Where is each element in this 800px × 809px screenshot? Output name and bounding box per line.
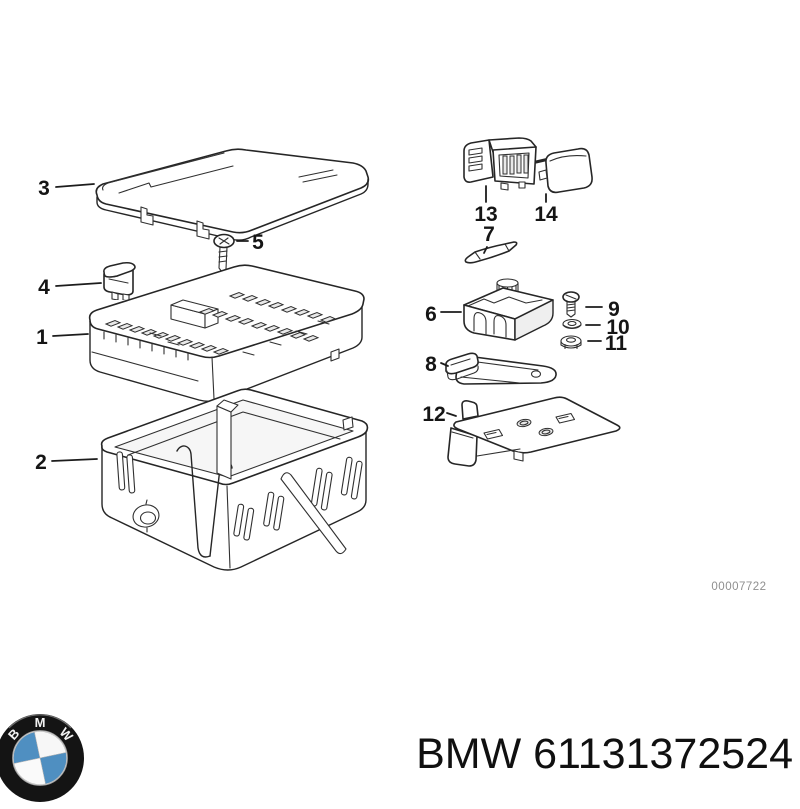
bmw-roundel: B M W: [0, 714, 84, 802]
roundel-highlight: [8, 714, 72, 729]
part-6-terminal-cover: [463, 278, 554, 341]
footer-bar: B M W BMW 61131372524: [0, 705, 800, 802]
part-13-relay: [463, 137, 555, 191]
leader-8: [440, 362, 449, 367]
leader-2: [51, 458, 98, 462]
part-12-mounting-bracket: [447, 396, 621, 467]
part-label-10: 10: [606, 316, 629, 339]
footer-part-number: BMW 61131372524: [416, 730, 793, 778]
part-label-6: 6: [425, 303, 437, 326]
tray-right-slots: [233, 456, 363, 541]
leader-4: [55, 282, 102, 287]
part-9-screw: [562, 291, 580, 318]
exploded-parts-diagram: 1 2 3 4 5 6 7 8 9 10 11 12 13 14 0000772…: [35, 137, 766, 593]
leader-1: [52, 333, 89, 337]
tray-left-slots: [116, 451, 136, 494]
part-label-4: 4: [38, 276, 50, 299]
part-10-washer: [562, 318, 582, 330]
part-2-lower-tray: [100, 388, 369, 571]
part-1-fuse-box-upper: [88, 264, 365, 414]
part-label-8: 8: [425, 353, 437, 376]
roundel-quadrants: [13, 731, 67, 785]
part-label-3: 3: [38, 177, 50, 200]
part-labels: 1 2 3 4 5 6 7 8 9 10 11 12 13 14: [35, 177, 630, 474]
part-7-torpedo-fuse: [464, 241, 518, 264]
part-4-blade-fuse: [103, 261, 136, 302]
part-label-14: 14: [534, 203, 558, 226]
part-5-screw: [213, 233, 235, 273]
part-label-11: 11: [605, 332, 628, 355]
part-3-cover-lid: [95, 148, 370, 241]
part-11-nut: [560, 335, 582, 350]
part-label-13: 13: [474, 203, 497, 226]
part-label-12: 12: [422, 403, 445, 426]
leader-12: [446, 412, 457, 417]
part-label-9: 9: [608, 298, 620, 321]
part-label-2: 2: [35, 451, 47, 474]
leader-lines: [51, 183, 603, 462]
part-label-7: 7: [483, 223, 495, 246]
part-14-relay-cover: [538, 147, 593, 194]
diagram-watermark: 00007722: [711, 581, 766, 593]
leader-3: [55, 183, 95, 188]
bmw-logo: B M W: [0, 712, 86, 804]
part-label-5: 5: [252, 231, 264, 254]
leader-7: [483, 246, 488, 254]
logo-letter-m: M: [35, 715, 46, 730]
part-8-bracket-plate: [445, 352, 557, 385]
part-label-1: 1: [36, 326, 48, 349]
